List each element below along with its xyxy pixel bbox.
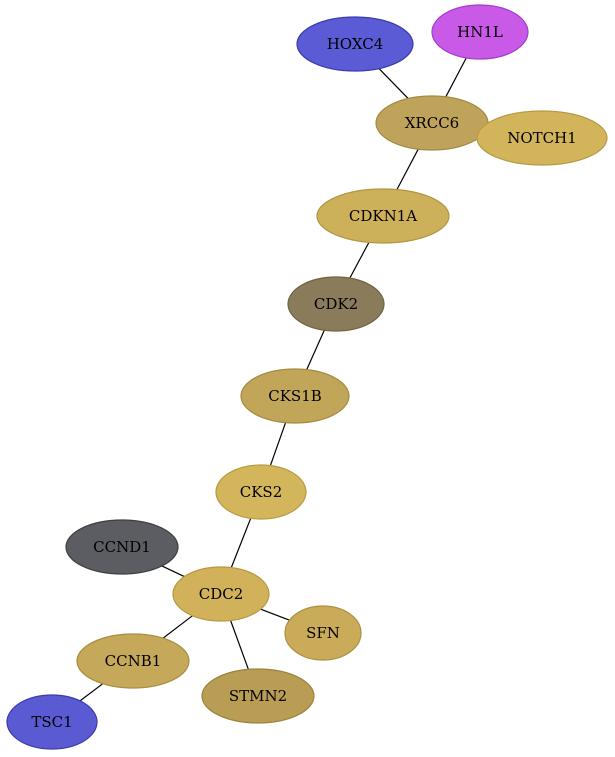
- node-ccnb1[interactable]: CCNB1: [76, 633, 190, 689]
- node-label-ccnb1: CCNB1: [105, 652, 162, 670]
- node-ellipse-ccnd1[interactable]: [65, 519, 179, 575]
- edge-cdk2-cks1b: [306, 329, 325, 370]
- node-label-cks2: CKS2: [240, 483, 283, 501]
- node-cdc2[interactable]: CDC2: [172, 566, 270, 622]
- node-ccnd1[interactable]: CCND1: [65, 519, 179, 575]
- edge-cdc2-sfn: [260, 608, 290, 621]
- edge-cdc2-stmn2: [230, 620, 249, 670]
- edge-cks1b-cks2: [269, 422, 287, 466]
- node-cdk2[interactable]: CDK2: [287, 276, 385, 332]
- node-ellipse-hn1l[interactable]: [431, 4, 529, 60]
- edge-cks2-cdc2: [230, 518, 252, 568]
- node-cks1b[interactable]: CKS1B: [240, 368, 350, 424]
- node-cdkn1a[interactable]: CDKN1A: [316, 188, 450, 244]
- node-label-cdkn1a: CDKN1A: [349, 207, 417, 225]
- node-ellipse-sfn[interactable]: [284, 605, 362, 661]
- node-label-hoxc4: HOXC4: [327, 35, 384, 53]
- node-stmn2[interactable]: STMN2: [201, 668, 315, 724]
- node-label-hn1l: HN1L: [457, 23, 503, 41]
- node-label-sfn: SFN: [306, 624, 340, 642]
- node-ellipse-hoxc4[interactable]: [296, 16, 414, 72]
- edge-ccnd1-cdc2: [161, 565, 185, 578]
- node-ellipse-cks1b[interactable]: [240, 368, 350, 424]
- edge-ccnb1-tsc1: [79, 683, 104, 702]
- edge-hoxc4-xrcc6: [378, 68, 409, 100]
- node-ellipse-cks2[interactable]: [215, 464, 307, 520]
- node-label-cdk2: CDK2: [314, 295, 358, 313]
- node-ellipse-cdc2[interactable]: [172, 566, 270, 622]
- node-notch1[interactable]: NOTCH1: [476, 110, 608, 166]
- edges-layer: [79, 57, 467, 702]
- node-hoxc4[interactable]: HOXC4: [296, 16, 414, 72]
- node-label-cdc2: CDC2: [199, 585, 244, 603]
- node-ellipse-cdk2[interactable]: [287, 276, 385, 332]
- node-sfn[interactable]: SFN: [284, 605, 362, 661]
- node-label-xrcc6: XRCC6: [405, 114, 459, 132]
- node-label-stmn2: STMN2: [229, 687, 287, 705]
- node-ellipse-ccnb1[interactable]: [76, 633, 190, 689]
- node-label-notch1: NOTCH1: [507, 129, 577, 147]
- node-label-ccnd1: CCND1: [93, 538, 151, 556]
- edge-hn1l-xrcc6: [445, 57, 467, 98]
- node-tsc1[interactable]: TSC1: [6, 694, 98, 750]
- edge-xrcc6-cdkn1a: [396, 148, 419, 190]
- edge-cdc2-ccnb1: [162, 615, 193, 639]
- node-ellipse-tsc1[interactable]: [6, 694, 98, 750]
- node-cks2[interactable]: CKS2: [215, 464, 307, 520]
- node-hn1l[interactable]: HN1L: [431, 4, 529, 60]
- node-label-cks1b: CKS1B: [268, 387, 322, 405]
- edge-cdkn1a-cdk2: [349, 242, 370, 279]
- node-ellipse-notch1[interactable]: [476, 110, 608, 166]
- node-label-tsc1: TSC1: [31, 713, 72, 731]
- node-xrcc6[interactable]: XRCC6: [375, 95, 489, 151]
- node-ellipse-stmn2[interactable]: [201, 668, 315, 724]
- node-ellipse-cdkn1a[interactable]: [316, 188, 450, 244]
